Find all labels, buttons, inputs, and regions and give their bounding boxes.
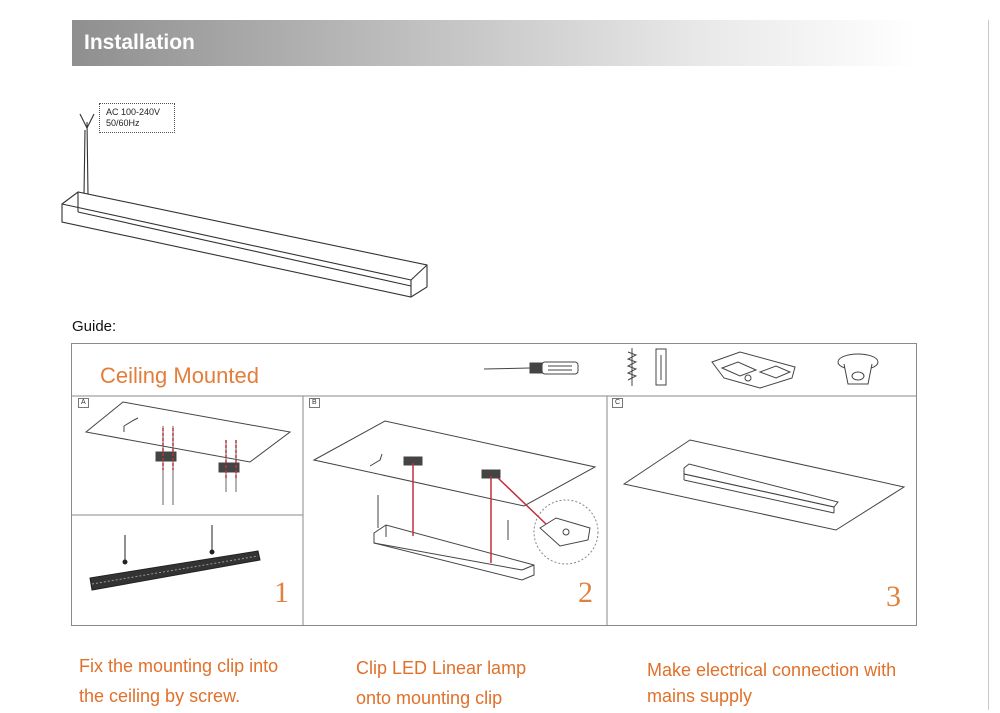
- ceiling-cup-icon: [837, 353, 879, 385]
- page-border: [988, 20, 989, 710]
- frequency-line: 50/60Hz: [106, 118, 140, 128]
- caption-line: Make electrical connection with: [647, 660, 897, 680]
- step-number-2: 2: [578, 576, 593, 609]
- section-header: Installation: [72, 20, 917, 66]
- caption-line: the ceiling by screw.: [79, 686, 241, 706]
- caption-line: mains supply: [647, 686, 753, 706]
- caption-step-1: Fix the mounting clip into the ceiling b…: [79, 651, 278, 711]
- guide-title: Ceiling Mounted: [100, 363, 259, 388]
- voltage-line: AC 100-240V: [106, 107, 161, 117]
- step-number-3: 3: [886, 580, 901, 613]
- caption-line: Fix the mounting clip into: [79, 656, 279, 676]
- screwdriver-icon: [483, 361, 579, 375]
- screw-and-anchor-icon: [626, 348, 667, 386]
- section-title: Installation: [84, 31, 195, 54]
- panel-letter-c: C: [612, 398, 624, 408]
- caption-step-2: Clip LED Linear lamp onto mounting clip: [356, 653, 526, 713]
- caption-line: Clip LED Linear lamp: [356, 658, 527, 678]
- voltage-label: AC 100-240V 50/60Hz: [99, 103, 175, 133]
- guide-box: [71, 343, 917, 626]
- mounting-clip-icon: [711, 351, 796, 389]
- panel-letter-a: A: [78, 398, 89, 408]
- caption-step-3: Make electrical connection with mains su…: [647, 655, 896, 711]
- guide-label: Guide:: [72, 318, 117, 335]
- caption-line: onto mounting clip: [356, 688, 503, 708]
- step-number-1: 1: [274, 576, 289, 609]
- panel-letter-b: B: [309, 398, 320, 408]
